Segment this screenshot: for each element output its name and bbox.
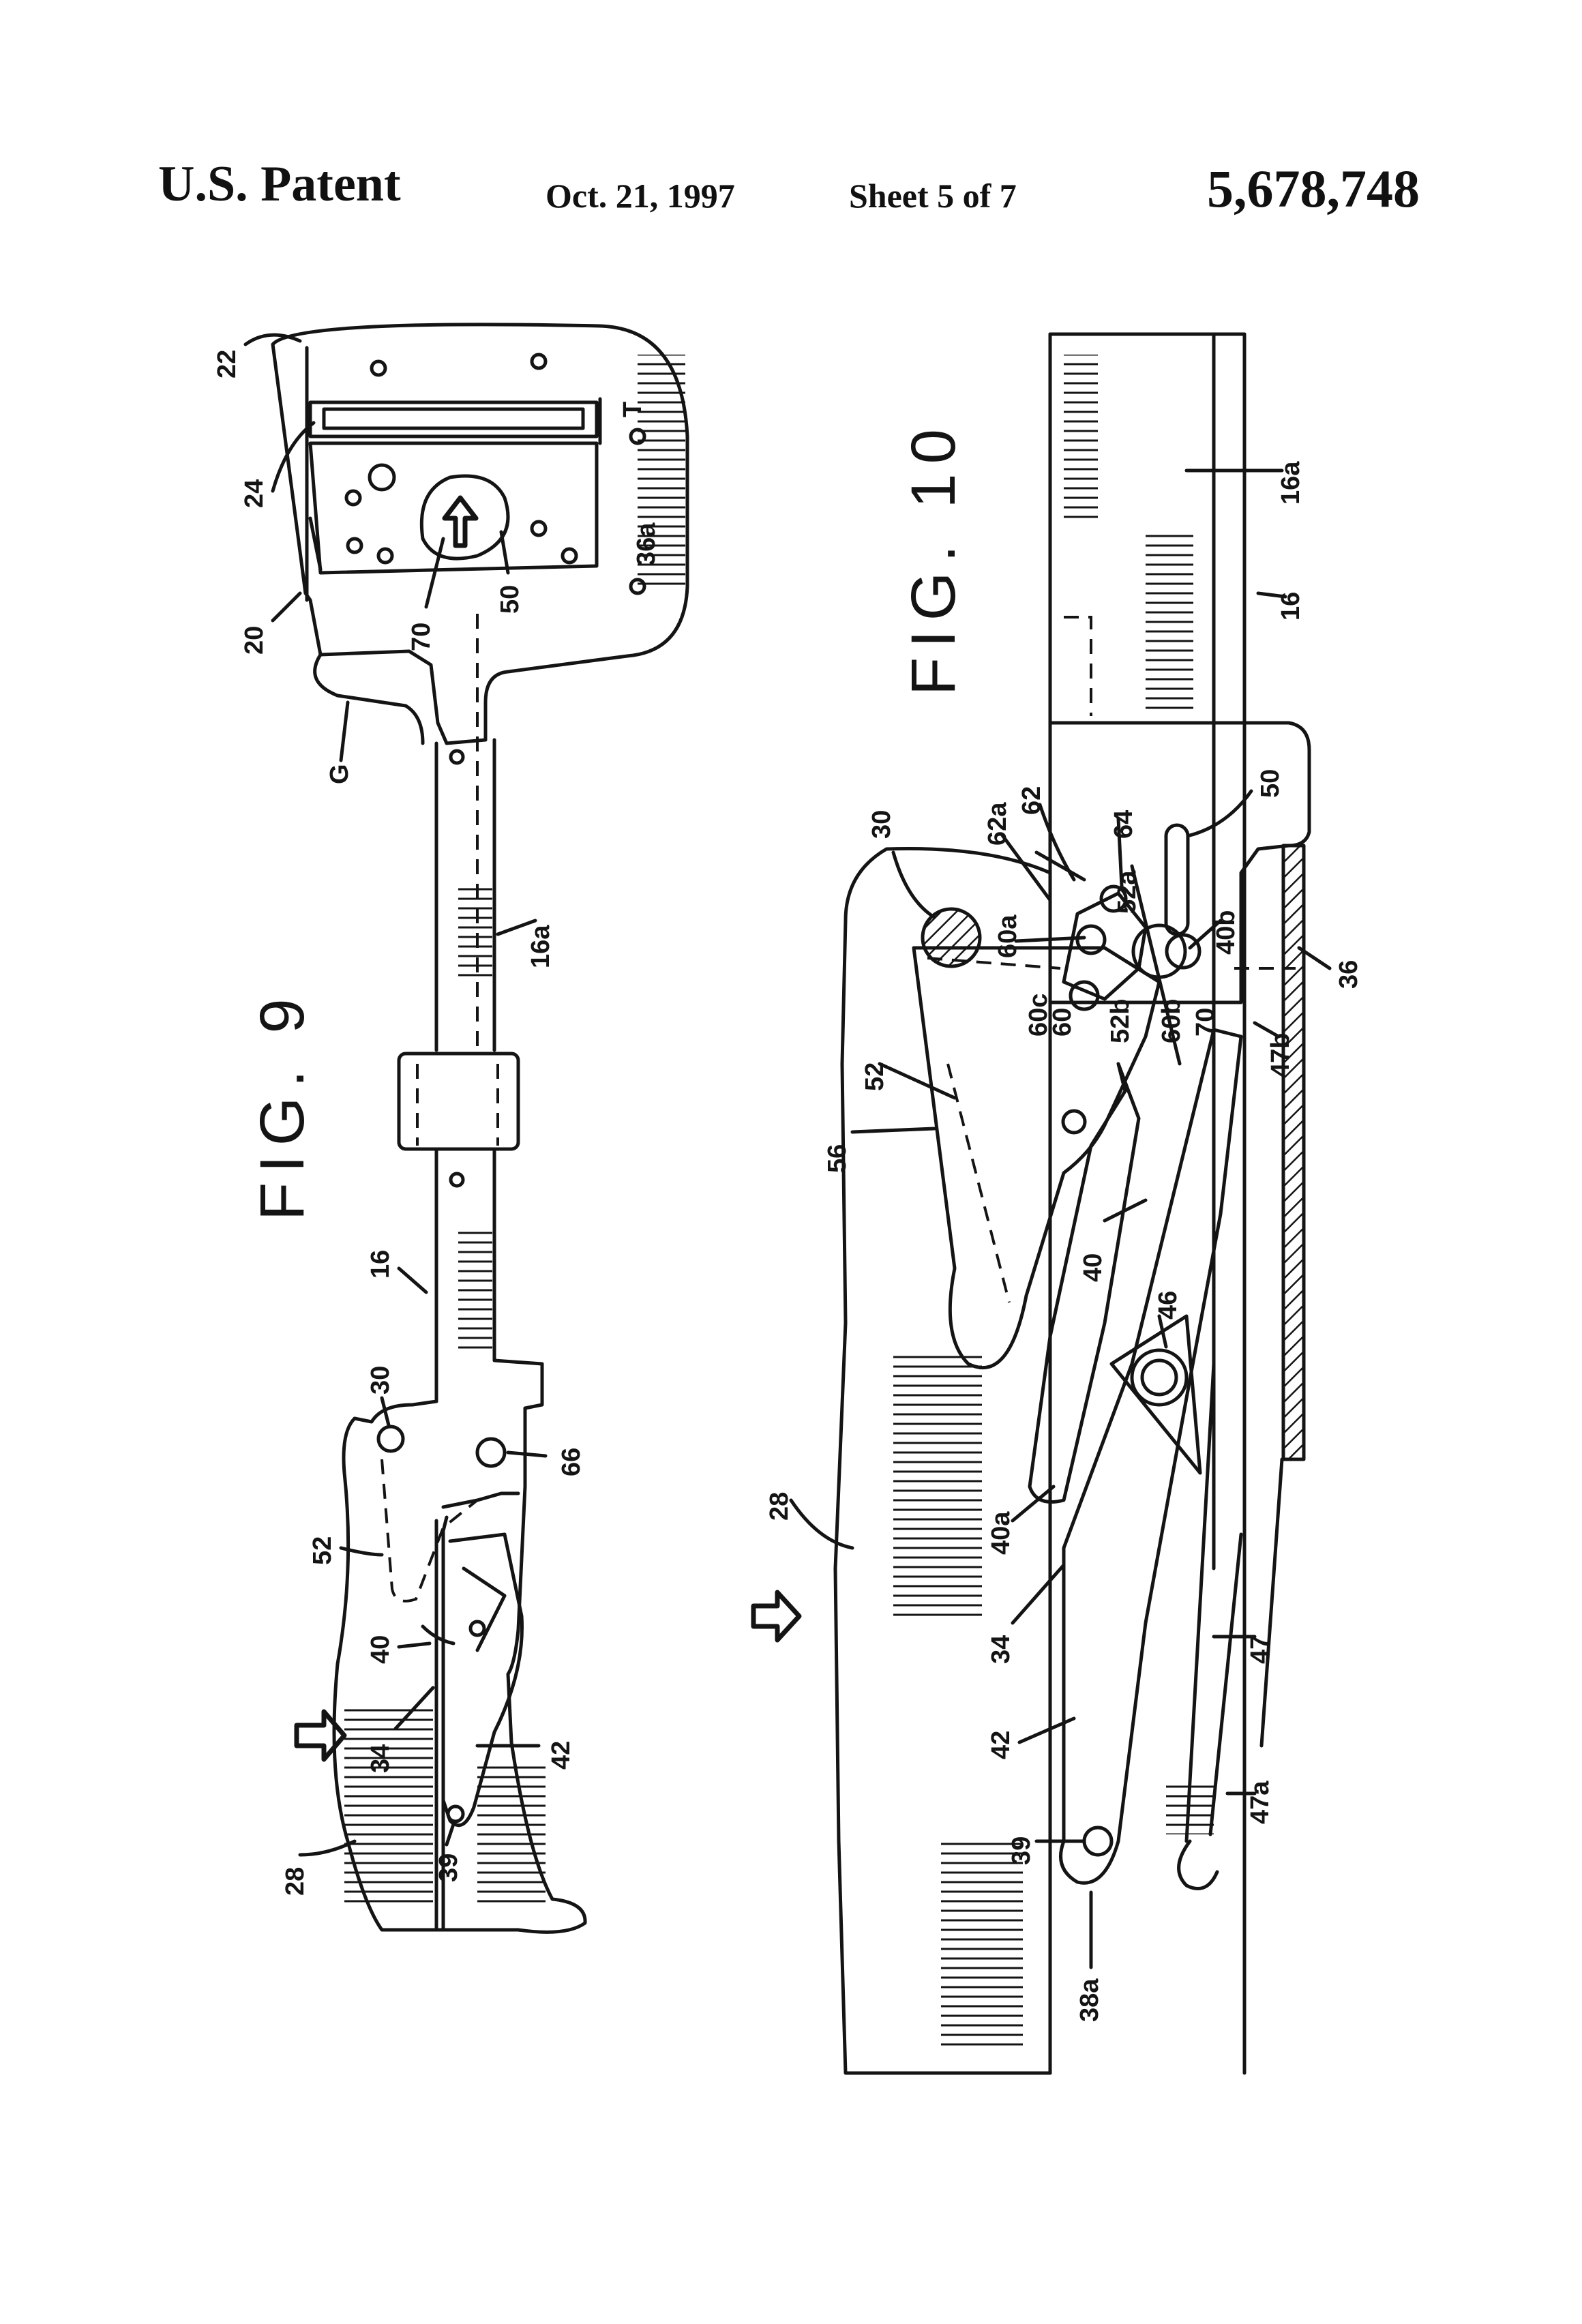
fig10-label-47b: 47b bbox=[1266, 1033, 1295, 1077]
fig9-label-30: 30 bbox=[366, 1366, 395, 1395]
fig9-label-16: 16 bbox=[366, 1250, 395, 1279]
fig10-label-42: 42 bbox=[987, 1731, 1015, 1759]
fig9-label-22: 22 bbox=[213, 350, 241, 378]
fig10-label-16a: 16a bbox=[1277, 461, 1305, 505]
fig10-label-28: 28 bbox=[765, 1492, 794, 1521]
fig9-pivot-30 bbox=[378, 1427, 403, 1451]
fig9-head-outline bbox=[273, 325, 687, 743]
fig9-label-24: 24 bbox=[240, 479, 269, 508]
fig9-arrow-up bbox=[445, 498, 476, 546]
fig10-label-39: 39 bbox=[1007, 1836, 1036, 1865]
fig9-label-G: G bbox=[325, 764, 354, 784]
fig9-label-50: 50 bbox=[496, 585, 524, 614]
fig10-label-47a: 47a bbox=[1246, 1781, 1274, 1824]
fig9-drawing: FIG. 9 22 24 20 G T 70 50 36a 16a 16 30 … bbox=[213, 325, 687, 1932]
fig10-pin-39 bbox=[1084, 1828, 1111, 1855]
fig10-label-34: 34 bbox=[987, 1635, 1015, 1664]
fig9-label-28: 28 bbox=[281, 1867, 310, 1896]
fig9-label-42: 42 bbox=[547, 1741, 576, 1770]
fig9-label-16a: 16a bbox=[526, 925, 555, 968]
fig10-label-40a: 40a bbox=[987, 1511, 1015, 1555]
fig10-label-52b: 52b bbox=[1106, 999, 1135, 1043]
fig10-strip-36 bbox=[1283, 846, 1304, 1459]
fig10-label-64: 64 bbox=[1109, 810, 1138, 839]
fig10-label-36: 36 bbox=[1334, 960, 1363, 989]
fig9-label-36a: 36a bbox=[632, 522, 661, 566]
fig9-pivot-66 bbox=[477, 1439, 505, 1466]
fig10-label-70: 70 bbox=[1191, 1008, 1220, 1037]
fig10-label-30: 30 bbox=[867, 810, 896, 839]
fig9-pivot-39 bbox=[448, 1806, 463, 1821]
fig9-title: FIG. 9 bbox=[248, 989, 317, 1221]
fig10-label-60b: 60b bbox=[1157, 999, 1186, 1043]
fig9-label-34: 34 bbox=[366, 1744, 395, 1773]
fig10-pivot-30 bbox=[923, 909, 980, 966]
fig9-label-66: 66 bbox=[557, 1448, 586, 1476]
fig10-label-40: 40 bbox=[1079, 1253, 1107, 1282]
fig10-label-40b: 40b bbox=[1212, 910, 1240, 955]
fig9-label-70: 70 bbox=[407, 623, 436, 651]
fig9-label-T: T bbox=[618, 402, 647, 417]
fig9-label-39: 39 bbox=[434, 1853, 463, 1882]
fig10-label-52a: 52a bbox=[1113, 870, 1141, 914]
fig10-label-38a: 38a bbox=[1075, 1978, 1104, 2022]
fig9-label-52: 52 bbox=[308, 1536, 337, 1565]
fig9-arrow-right bbox=[297, 1712, 344, 1759]
fig10-label-60a: 60a bbox=[994, 914, 1022, 958]
fig10-label-50: 50 bbox=[1256, 769, 1285, 798]
fig10-label-47: 47 bbox=[1246, 1635, 1274, 1664]
fig10-title: FIG. 10 bbox=[899, 419, 968, 696]
fig9-guard-G bbox=[315, 655, 423, 743]
fig10-label-60: 60 bbox=[1048, 1008, 1077, 1037]
fig9-label-40: 40 bbox=[366, 1635, 395, 1664]
fig10-arrow-right bbox=[753, 1592, 799, 1640]
fig10-label-56: 56 bbox=[823, 1144, 852, 1173]
fig10-housing bbox=[1050, 723, 1309, 1002]
fig10-drawing: FIG. 10 16a 16 50 64 62 62a 30 52a 40b 6… bbox=[753, 334, 1363, 2073]
fig9-label-20: 20 bbox=[240, 626, 269, 655]
fig9-rivets bbox=[346, 355, 644, 593]
fig10-label-62a: 62a bbox=[983, 802, 1012, 846]
fig10-link-40 bbox=[1030, 1064, 1139, 1502]
